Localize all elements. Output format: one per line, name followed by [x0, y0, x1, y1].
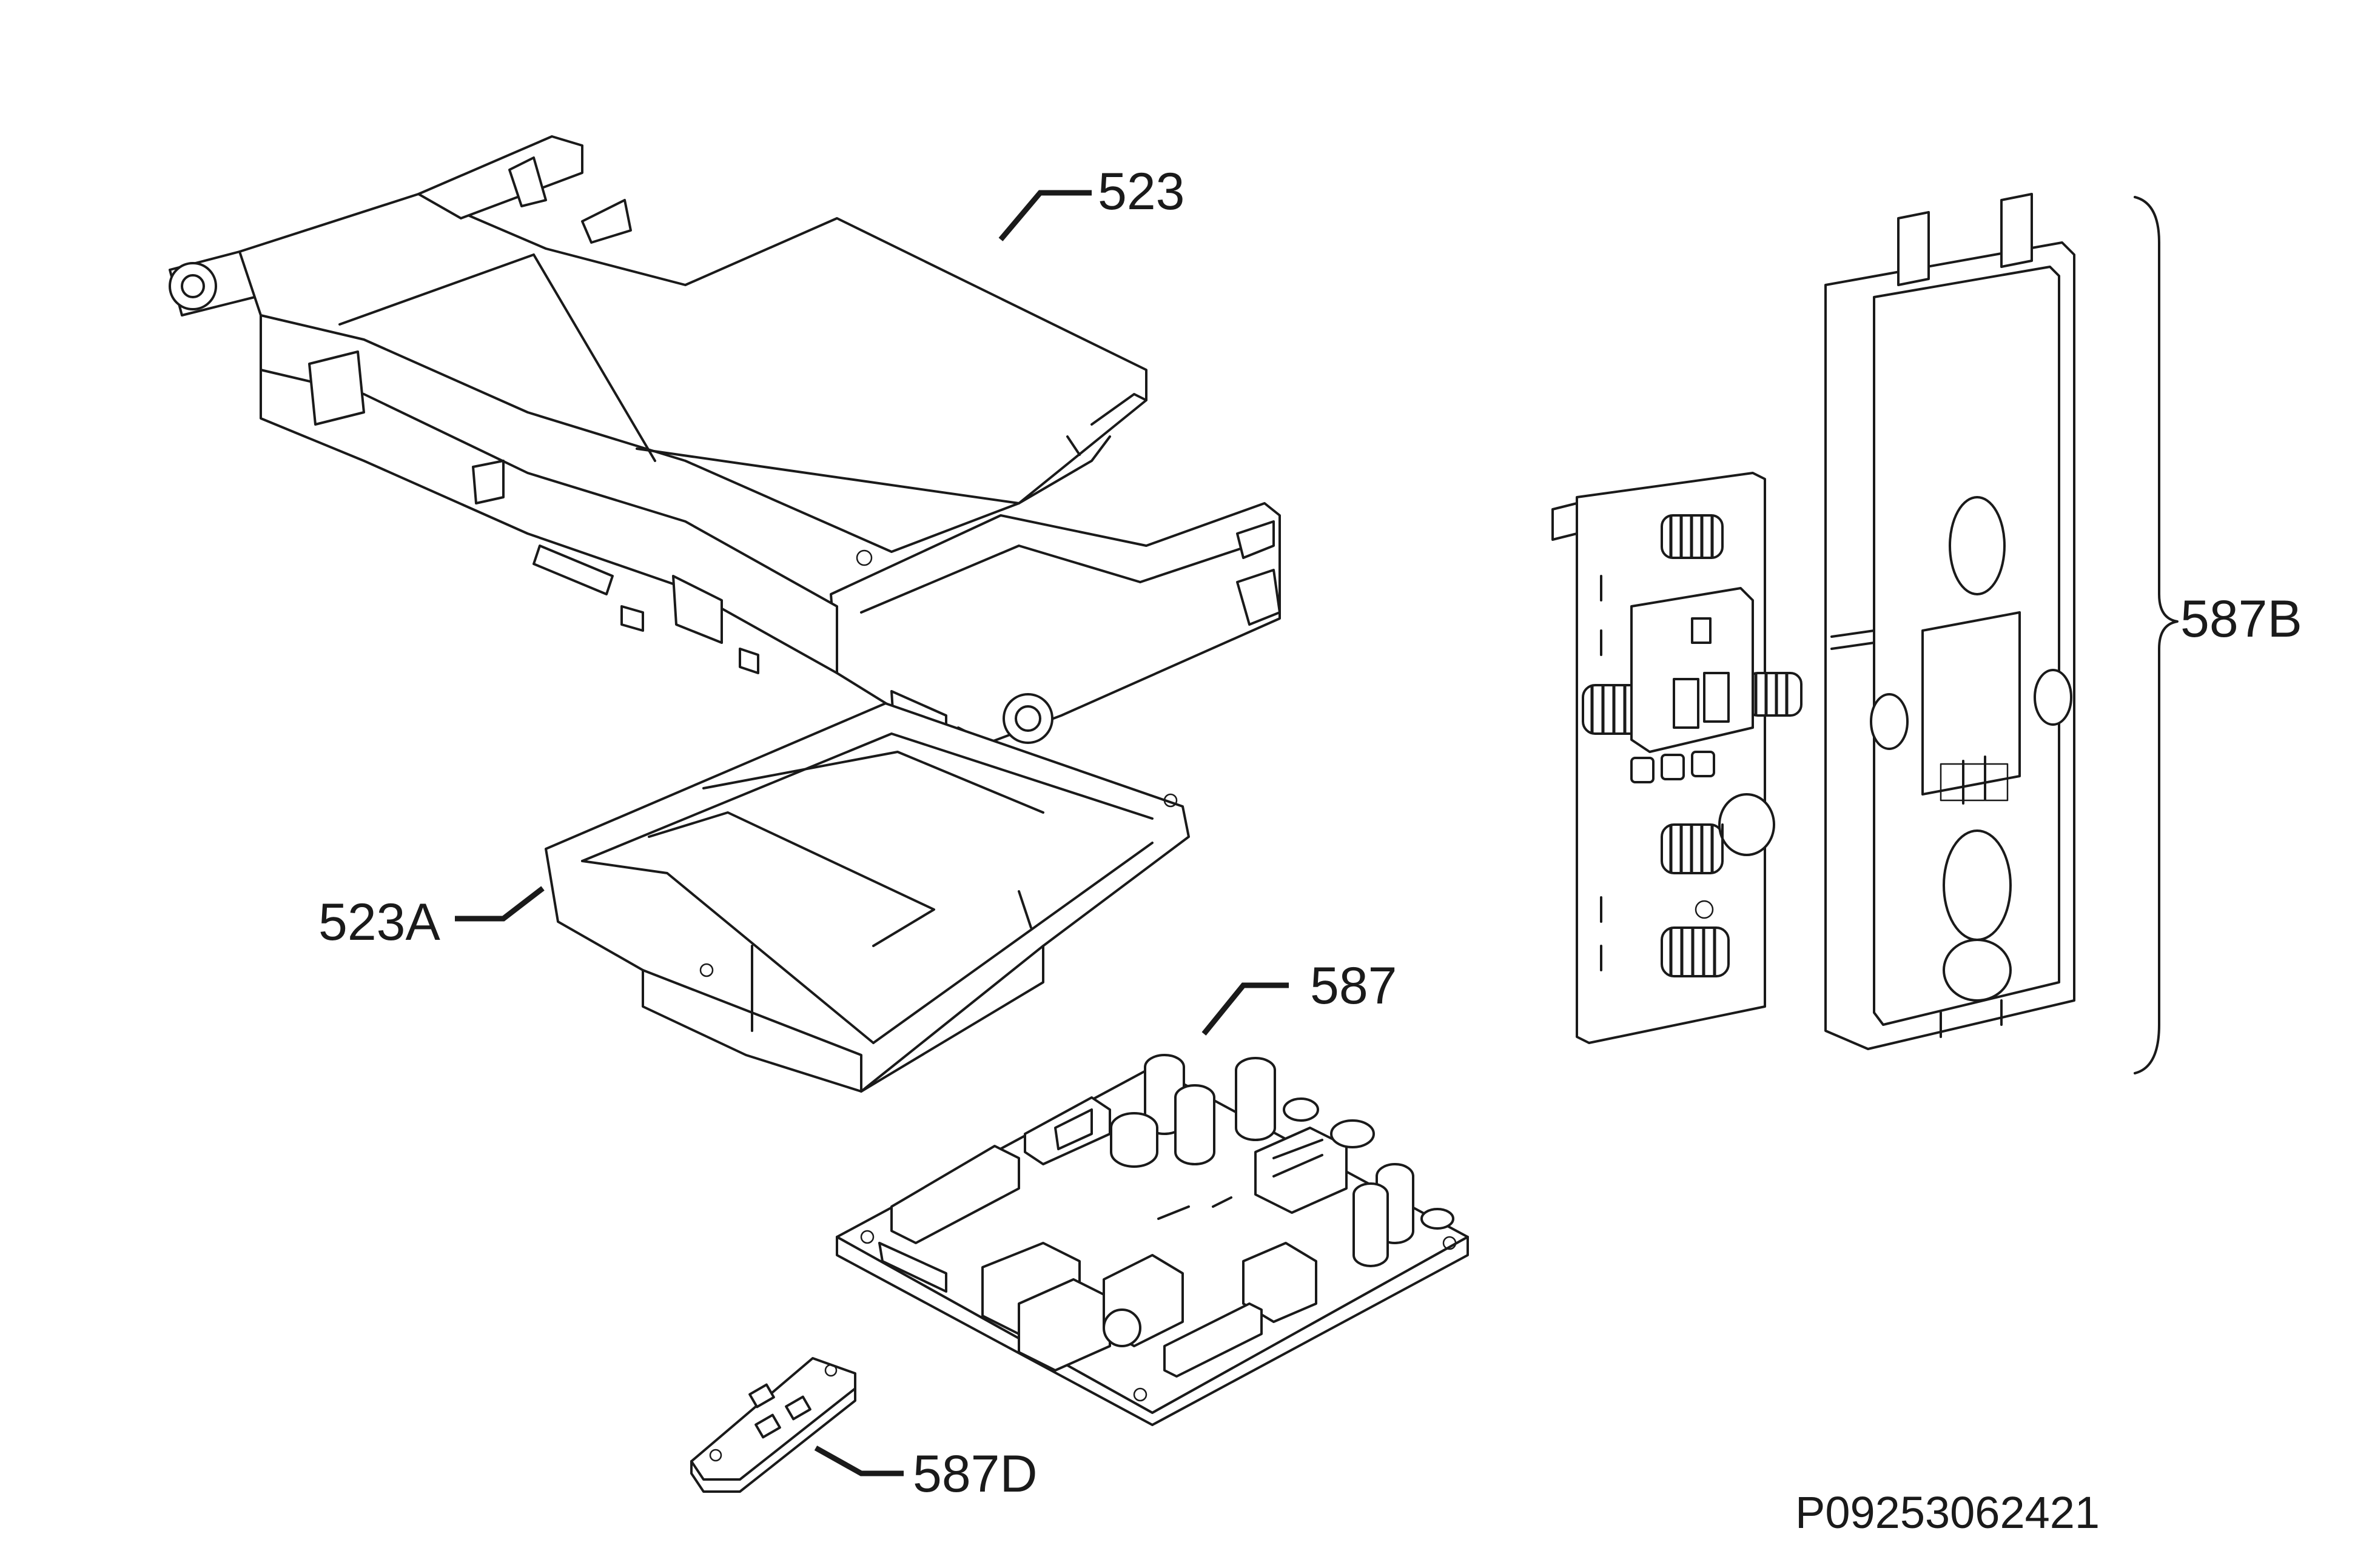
part-523-cover [169, 135, 1281, 783]
callout-587b: 587B [2180, 590, 2302, 648]
leader-587 [1201, 982, 1289, 1036]
leader-523a [455, 886, 545, 922]
document-id: P09253062421 [1795, 1487, 2100, 1538]
callout-523: 523 [1098, 162, 1185, 221]
callout-587: 587 [1310, 957, 1397, 1015]
callout-labels: 523 523A 587 587B 587D [318, 162, 2302, 1503]
callout-587d: 587D [913, 1445, 1038, 1503]
part-523a-tray [545, 702, 1190, 1093]
part-587b-display-module [1551, 193, 2075, 1050]
part-587d-keyboard [690, 1357, 856, 1493]
callout-523a: 523A [318, 893, 440, 951]
leader-587d [814, 1446, 904, 1476]
bracket-587b [2134, 196, 2179, 1074]
leader-523 [998, 190, 1092, 241]
capacitors [1103, 1054, 1454, 1347]
leader-lines [455, 190, 1289, 1476]
part-587-pcb [836, 1054, 1469, 1426]
